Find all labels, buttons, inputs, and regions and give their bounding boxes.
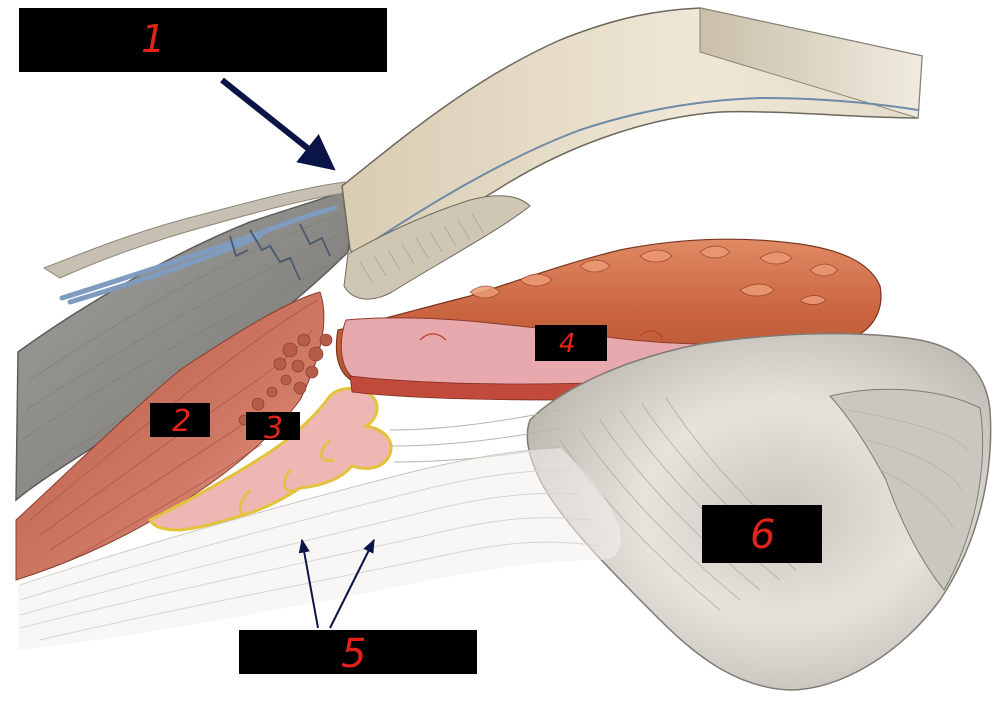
label-box-4: 4 xyxy=(535,325,607,361)
label-number-5: 5 xyxy=(341,631,367,677)
collector-channels xyxy=(229,223,331,281)
zonule-base xyxy=(18,448,621,650)
label-number-6: 6 xyxy=(750,512,776,558)
pointer-arrow-5a xyxy=(298,538,319,629)
ciliary-process-folds xyxy=(238,439,335,518)
trabecular-meshwork xyxy=(343,195,531,300)
ciliary-muscle-fibers xyxy=(29,299,319,561)
episcleral-veins xyxy=(59,205,338,305)
label-box-2: 2 xyxy=(150,403,210,437)
label-box-6: 6 xyxy=(702,505,822,563)
iris-crypts xyxy=(469,245,839,305)
label-number-3: 3 xyxy=(264,411,284,446)
cornea-endothelium xyxy=(359,96,919,251)
pointer-arrow-5b xyxy=(329,538,375,629)
label-box-5: 5 xyxy=(239,630,477,674)
cornea-cut-surface xyxy=(699,7,923,119)
label-box-1: 1 xyxy=(19,8,387,72)
lens-cut-face xyxy=(829,388,984,591)
circular-muscle-bundles xyxy=(238,333,333,426)
label-number-2: 2 xyxy=(172,404,192,439)
label-number-1: 1 xyxy=(141,17,166,61)
iris-vessels xyxy=(419,330,663,341)
label-number-4: 4 xyxy=(559,329,576,359)
label-box-3: 3 xyxy=(246,412,300,444)
pointer-arrow-1 xyxy=(220,77,336,171)
